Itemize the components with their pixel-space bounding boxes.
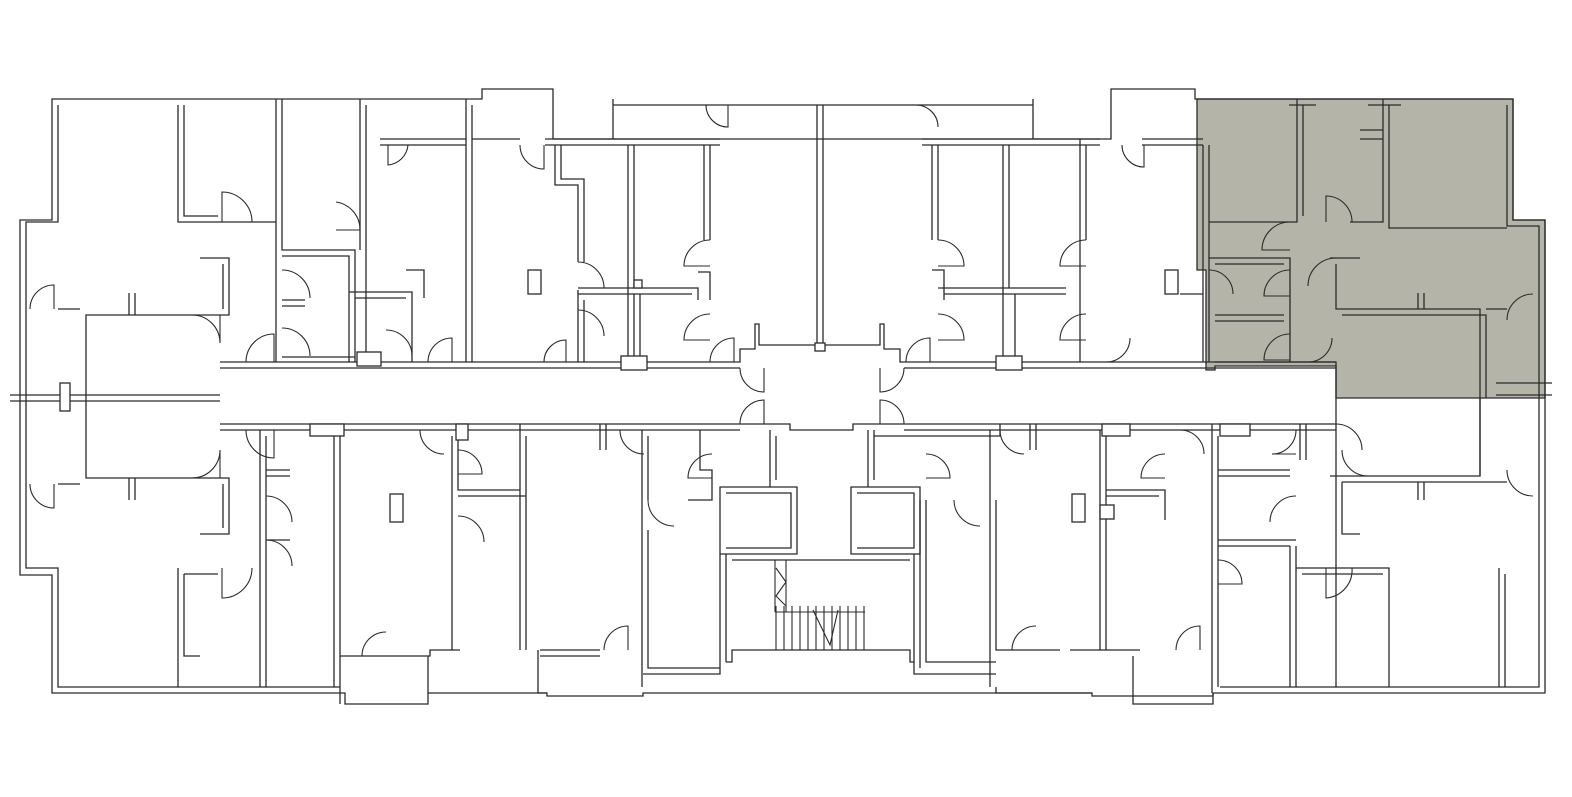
unit-north-center-east bbox=[922, 138, 1210, 371]
unit-southwest bbox=[177, 423, 720, 704]
unit-northeast bbox=[1209, 99, 1552, 398]
door-swings bbox=[29, 104, 1534, 657]
highlighted-unit[interactable] bbox=[1196, 98, 1546, 399]
corridor-walls bbox=[220, 105, 1336, 431]
unit-northwest bbox=[10, 99, 425, 535]
unit-north-center-west bbox=[380, 99, 720, 371]
stair-core bbox=[643, 430, 996, 675]
unit-southeast bbox=[873, 398, 1507, 705]
